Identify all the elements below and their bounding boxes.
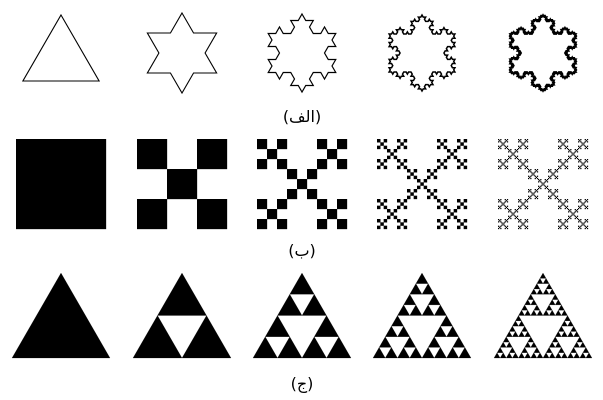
caption-row-a: (الف) — [262, 107, 342, 127]
vicsek-fractal-stage-3 — [377, 139, 467, 229]
caption-row-b: (ب) — [262, 241, 342, 261]
koch-snowflake-stage-3 — [389, 15, 455, 91]
koch-snowflake-stage-2 — [268, 14, 336, 92]
koch-snowflake-stage-1 — [147, 13, 216, 93]
sierpinski-triangle-stage-2 — [253, 273, 351, 358]
koch-snowflake-stage-0 — [23, 15, 99, 81]
row-b-vicsek-fractals — [16, 139, 588, 229]
row-c-sierpinski-triangles — [12, 273, 592, 358]
sierpinski-triangle-stage-4 — [494, 273, 592, 358]
koch-snowflake-stage-4 — [510, 15, 576, 91]
vicsek-fractal-stage-2 — [257, 139, 347, 229]
vicsek-fractal-stage-1 — [137, 139, 227, 229]
vicsek-fractal-stage-0 — [16, 139, 106, 229]
row-a-koch-snowflakes — [23, 13, 576, 93]
vicsek-fractal-stage-4 — [498, 139, 588, 229]
sierpinski-triangle-stage-1 — [133, 273, 231, 358]
sierpinski-triangle-stage-0 — [12, 273, 110, 358]
sierpinski-triangle-stage-3 — [373, 273, 471, 358]
caption-row-c: (ج) — [262, 374, 342, 394]
